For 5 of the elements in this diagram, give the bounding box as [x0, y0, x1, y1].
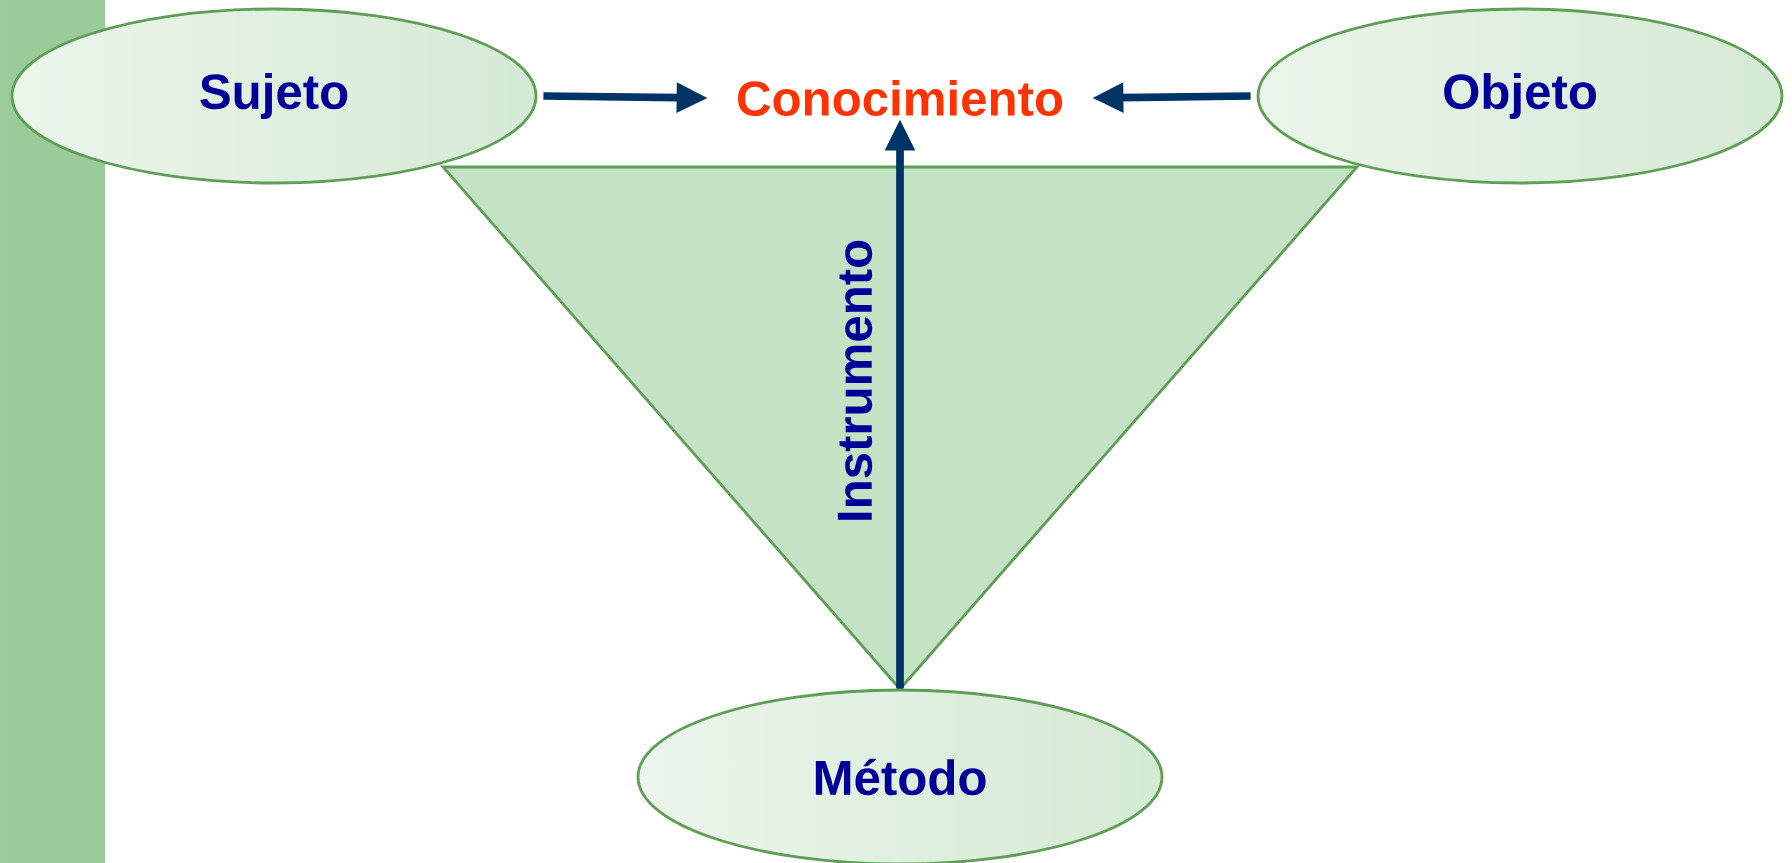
- concept-text: Conocimiento: [738, 79, 1063, 117]
- ellipse-node: Método: [636, 688, 1164, 863]
- ellipse-node: Objeto: [1256, 7, 1784, 185]
- edge-label: Instrumento: [834, 235, 876, 527]
- ellipse-node: Sujeto: [10, 7, 538, 185]
